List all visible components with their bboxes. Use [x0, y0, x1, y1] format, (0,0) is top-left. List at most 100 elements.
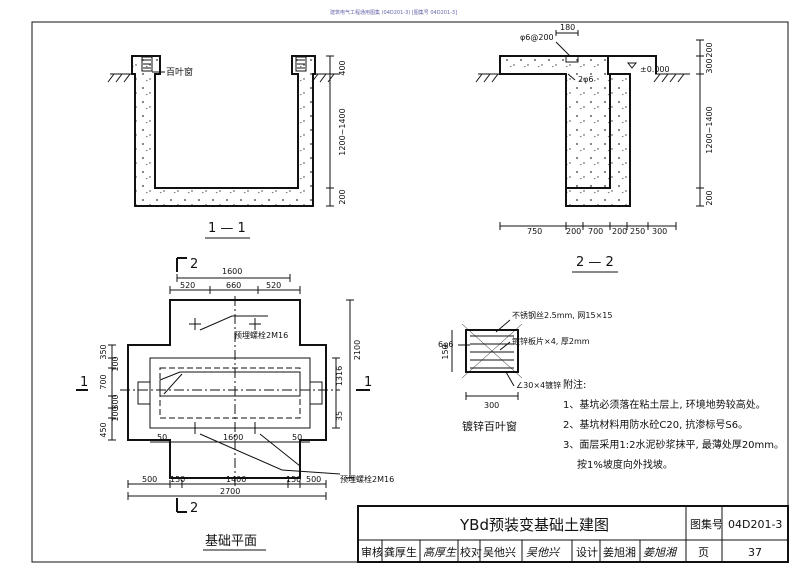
- louver-frame: [465, 329, 519, 373]
- design-signature: 姜旭湘: [643, 546, 678, 559]
- section-mark-text: 1: [364, 375, 372, 390]
- dim-text: 1600: [222, 267, 242, 276]
- foundation-wall: [131, 55, 316, 207]
- design-label: 设计: [576, 546, 598, 559]
- dim-text: 1600: [223, 433, 243, 442]
- note-item: 2、基坑材料用防水砼C20, 抗渗标号S6。: [563, 420, 749, 431]
- louver-left: [141, 56, 153, 72]
- foundation-plan: 2 2 1 1 1600 520 660 520 预埋螺栓2M16 预埋螺: [76, 257, 394, 551]
- louver-right: [295, 56, 307, 72]
- dim-text: 180: [560, 23, 575, 32]
- check-label: 校对: [460, 545, 482, 559]
- dim-text: 520: [180, 281, 195, 290]
- section-mark-text: 2: [190, 257, 198, 272]
- dim-text: 520: [266, 281, 281, 290]
- dim-text: 200: [338, 189, 347, 204]
- louver-caption: 镀锌百叶窗: [462, 419, 517, 433]
- dim-text: 150: [286, 475, 301, 484]
- dim-text: 100: [111, 356, 120, 371]
- dim-text: 1400: [226, 475, 246, 484]
- foundation-outline: [131, 55, 316, 207]
- dim-text: 350: [99, 344, 108, 359]
- dim-text: 700: [588, 227, 603, 236]
- dim-text: 1200~1400: [338, 108, 347, 155]
- dim-text: 660: [226, 281, 241, 290]
- note-item: 3、面层采用1:2水泥砂浆抹平, 最薄处厚20mm。: [563, 440, 785, 451]
- note-item: 按1%坡度向外找坡。: [577, 460, 673, 471]
- notes-block: 附注: 1、基坑必须落在粘土层上, 环境地势较高处。 2、基坑材料用防水砼C20…: [563, 376, 785, 476]
- check-signature: 吴他兴: [526, 546, 561, 559]
- louver-opening: [565, 55, 579, 63]
- louver-detail: 不锈钢丝2.5mm, 网15×15 镀锌板片×4, 厚2mm 6φ6 ∠30×4…: [438, 310, 612, 433]
- check-name: 吴他兴: [483, 546, 516, 559]
- dim-text: 250: [630, 227, 645, 236]
- dim-text: 50: [292, 433, 302, 442]
- dim-text: 700: [99, 374, 108, 389]
- bolt: [189, 422, 201, 434]
- angle-label: ∠30×4镀锌: [516, 380, 561, 390]
- atlas-label: 图集号: [690, 517, 723, 531]
- dim-text: 150: [441, 344, 450, 359]
- page-label: 页: [698, 546, 709, 559]
- dim-text: 2100: [353, 340, 362, 360]
- section-mark: [176, 257, 187, 272]
- design-name: 姜旭湘: [603, 545, 636, 559]
- notes-title: 附注:: [563, 380, 587, 391]
- dim-text: 200: [705, 190, 714, 205]
- dim-text: 2700: [220, 487, 240, 496]
- section-caption: 2 — 2: [576, 255, 614, 270]
- dim-text: 1200~1400: [705, 106, 714, 153]
- foundation-outline: [499, 55, 631, 207]
- page-number: 37: [748, 546, 762, 559]
- title-block: YBd预装变基础土建图 图集号 04D201-3 审核 龚厚生 高厚生 校对 吴…: [357, 505, 789, 563]
- rebar-label: 2φ6: [578, 75, 593, 84]
- bolt-label: 预埋螺栓2M16: [340, 474, 394, 484]
- drawing-title: YBd预装变基础土建图: [459, 516, 609, 534]
- review-label: 审核: [361, 545, 383, 559]
- dim-text: 300: [652, 227, 667, 236]
- section-mark: [176, 498, 187, 513]
- bolt-label: 预埋螺栓2M16: [234, 330, 288, 340]
- dim-text: 150: [170, 475, 185, 484]
- dim-text: 450: [99, 422, 108, 437]
- section-1-1: 百叶窗 400 1200~1400 200 1 — 1: [107, 55, 347, 239]
- bolt: [189, 318, 201, 330]
- section-mark-text: 1: [80, 375, 88, 390]
- header-note: 建筑电气工程通用图集 (04D201-3) [图集号 04D201-3]: [330, 9, 457, 16]
- elevation-mark: ±0.000: [640, 65, 670, 74]
- dim-text: 750: [527, 227, 542, 236]
- louver-opening: [309, 381, 323, 405]
- dim-text: 300: [111, 394, 120, 409]
- bar-label: 6φ6: [438, 340, 453, 349]
- dim-text: 200: [705, 42, 714, 57]
- plan-caption: 基础平面: [205, 534, 257, 549]
- review-name: 龚厚生: [384, 545, 417, 559]
- bolt: [249, 318, 261, 330]
- review-signature: 高厚生: [423, 546, 457, 559]
- dim-text: 400: [338, 60, 347, 75]
- plate-label: 镀锌板片×4, 厚2mm: [512, 336, 590, 346]
- plan-outline: [127, 299, 327, 479]
- dim-text: 500: [306, 475, 321, 484]
- section-caption: 1 — 1: [208, 221, 246, 236]
- dim-text: 100: [111, 406, 120, 421]
- note-item: 1、基坑必须落在粘土层上, 环境地势较高处。: [563, 400, 766, 411]
- dim-text: 500: [142, 475, 157, 484]
- dim-text: 200: [612, 227, 627, 236]
- mesh-label: 不锈钢丝2.5mm, 网15×15: [512, 310, 612, 320]
- dim-text: 35: [335, 411, 344, 421]
- dim-text: 300: [484, 401, 499, 410]
- louver-label: 百叶窗: [166, 66, 193, 78]
- section-mark-text: 2: [190, 501, 198, 516]
- bolt: [249, 422, 261, 434]
- dim-text: 50: [157, 433, 167, 442]
- dim-text: 1316: [335, 366, 344, 386]
- atlas-number: 04D201-3: [728, 518, 782, 531]
- louver-opening: [137, 381, 151, 405]
- rebar-label: φ6@200: [520, 33, 554, 42]
- dim-text: 200: [566, 227, 581, 236]
- dim-text: 300: [705, 58, 714, 73]
- section-2-2: φ6@200 180 2φ6 ±0.000 200 300 1200~1400 …: [475, 23, 714, 273]
